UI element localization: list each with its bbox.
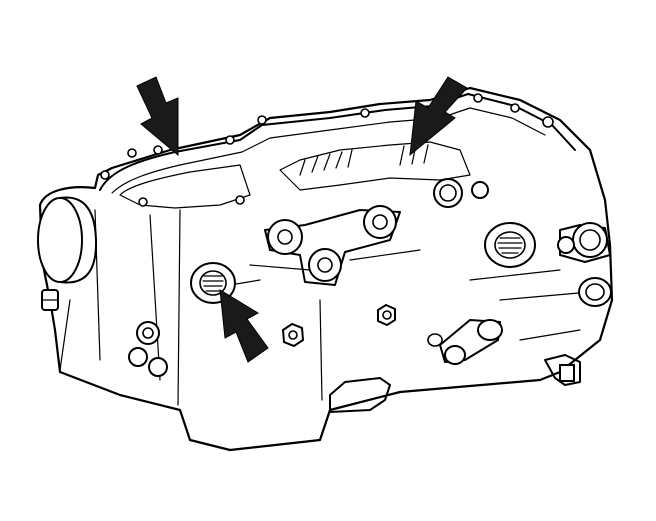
left-round-cover	[37, 196, 98, 284]
linked-bosses	[264, 205, 401, 286]
callout-arrow-center	[219, 289, 269, 363]
gear-cavity	[279, 141, 471, 191]
bottom-center-tab	[329, 377, 391, 413]
far-right-ports	[557, 222, 612, 307]
center-hex-bolt	[281, 322, 305, 348]
right-threaded-port	[484, 222, 536, 268]
left-bolt	[41, 289, 59, 311]
center-right-bolt	[377, 303, 396, 327]
lower-right-bosses	[427, 319, 503, 365]
bell-housing-opening	[119, 164, 251, 209]
gear-teeth	[299, 144, 429, 176]
bottom-right-foot	[544, 354, 581, 386]
callout-arrow-top-right	[409, 76, 468, 157]
callout-arrow-top-left	[136, 76, 179, 157]
rim-bolt-holes	[100, 93, 554, 207]
lower-left-port-a	[128, 347, 148, 367]
lower-left-port-b	[148, 357, 168, 377]
